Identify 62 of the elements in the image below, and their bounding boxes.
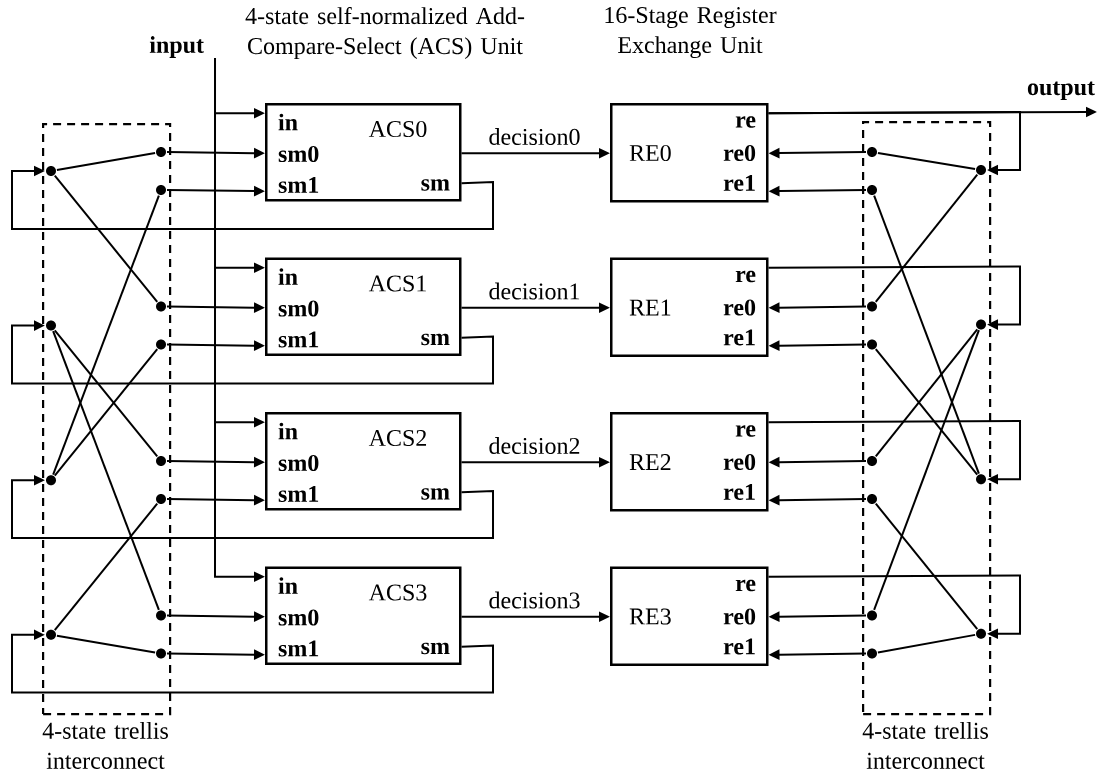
signal-label: input	[149, 36, 204, 58]
arrow	[767, 420, 1021, 485]
port-label: in	[278, 113, 298, 131]
port-label: sm1	[278, 485, 319, 503]
port-label: re1	[723, 638, 755, 655]
heading: 16-Stage Register Exchange Unit	[605, 7, 777, 59]
port-label: sm0	[278, 300, 319, 317]
arrow	[767, 111, 1021, 176]
port-label: sm	[421, 488, 450, 500]
port-label: re0	[723, 299, 756, 316]
port-label: in	[278, 268, 298, 285]
connector-line	[874, 173, 979, 303]
connector-line	[55, 634, 157, 654]
port-label: sm1	[278, 176, 319, 194]
port-label: sm1	[278, 331, 319, 348]
edge-label: decision3	[487, 590, 582, 610]
port-label: re0	[723, 144, 756, 162]
connector-line	[874, 348, 979, 476]
arrow	[11, 320, 494, 385]
connector-line	[53, 174, 159, 303]
connector-line	[873, 194, 980, 475]
port-label: sm0	[278, 454, 319, 472]
port-label: sm	[421, 179, 450, 191]
edge-label: decision2	[487, 436, 582, 455]
connector-line	[874, 502, 979, 631]
connector-line	[52, 330, 160, 611]
group-caption: 4-state trellis interconnect	[42, 722, 168, 769]
arrow	[11, 629, 494, 694]
signal-label: output	[1027, 81, 1095, 100]
arrow	[767, 265, 1021, 330]
port-label: sm	[421, 333, 450, 346]
port-label: re0	[723, 453, 756, 471]
port-label: re	[735, 579, 756, 592]
port-label: re	[735, 425, 756, 437]
port-label: sm0	[278, 145, 319, 163]
connector-line	[53, 329, 159, 458]
port-label: re1	[723, 329, 755, 346]
port-label: in	[278, 422, 298, 440]
connector-line	[873, 329, 980, 611]
port-label: re1	[723, 174, 755, 192]
arrow	[11, 474, 494, 539]
arrow	[767, 574, 1021, 640]
port-label: sm0	[278, 609, 319, 626]
port-label: re	[735, 116, 756, 128]
group-caption: 4-state trellis interconnect	[862, 722, 988, 769]
edge-label: decision0	[487, 127, 582, 146]
port-label: re0	[723, 608, 756, 625]
port-label: sm	[421, 642, 450, 655]
port-label: re1	[723, 484, 755, 501]
connector-line	[874, 328, 979, 458]
port-label: in	[278, 577, 298, 594]
connector-line	[53, 502, 159, 632]
connector-line	[52, 194, 160, 476]
connector-line	[876, 152, 977, 170]
connector-line	[876, 633, 977, 654]
port-label: sm1	[278, 640, 319, 657]
port-label: re	[735, 270, 756, 283]
connector-line	[55, 152, 157, 171]
connector-line	[53, 348, 159, 477]
heading: 4-state self-normalized Add-Compare-Select (ACS) Unit	[245, 7, 525, 59]
edge-label: decision1	[487, 281, 582, 301]
arrow	[11, 165, 494, 230]
